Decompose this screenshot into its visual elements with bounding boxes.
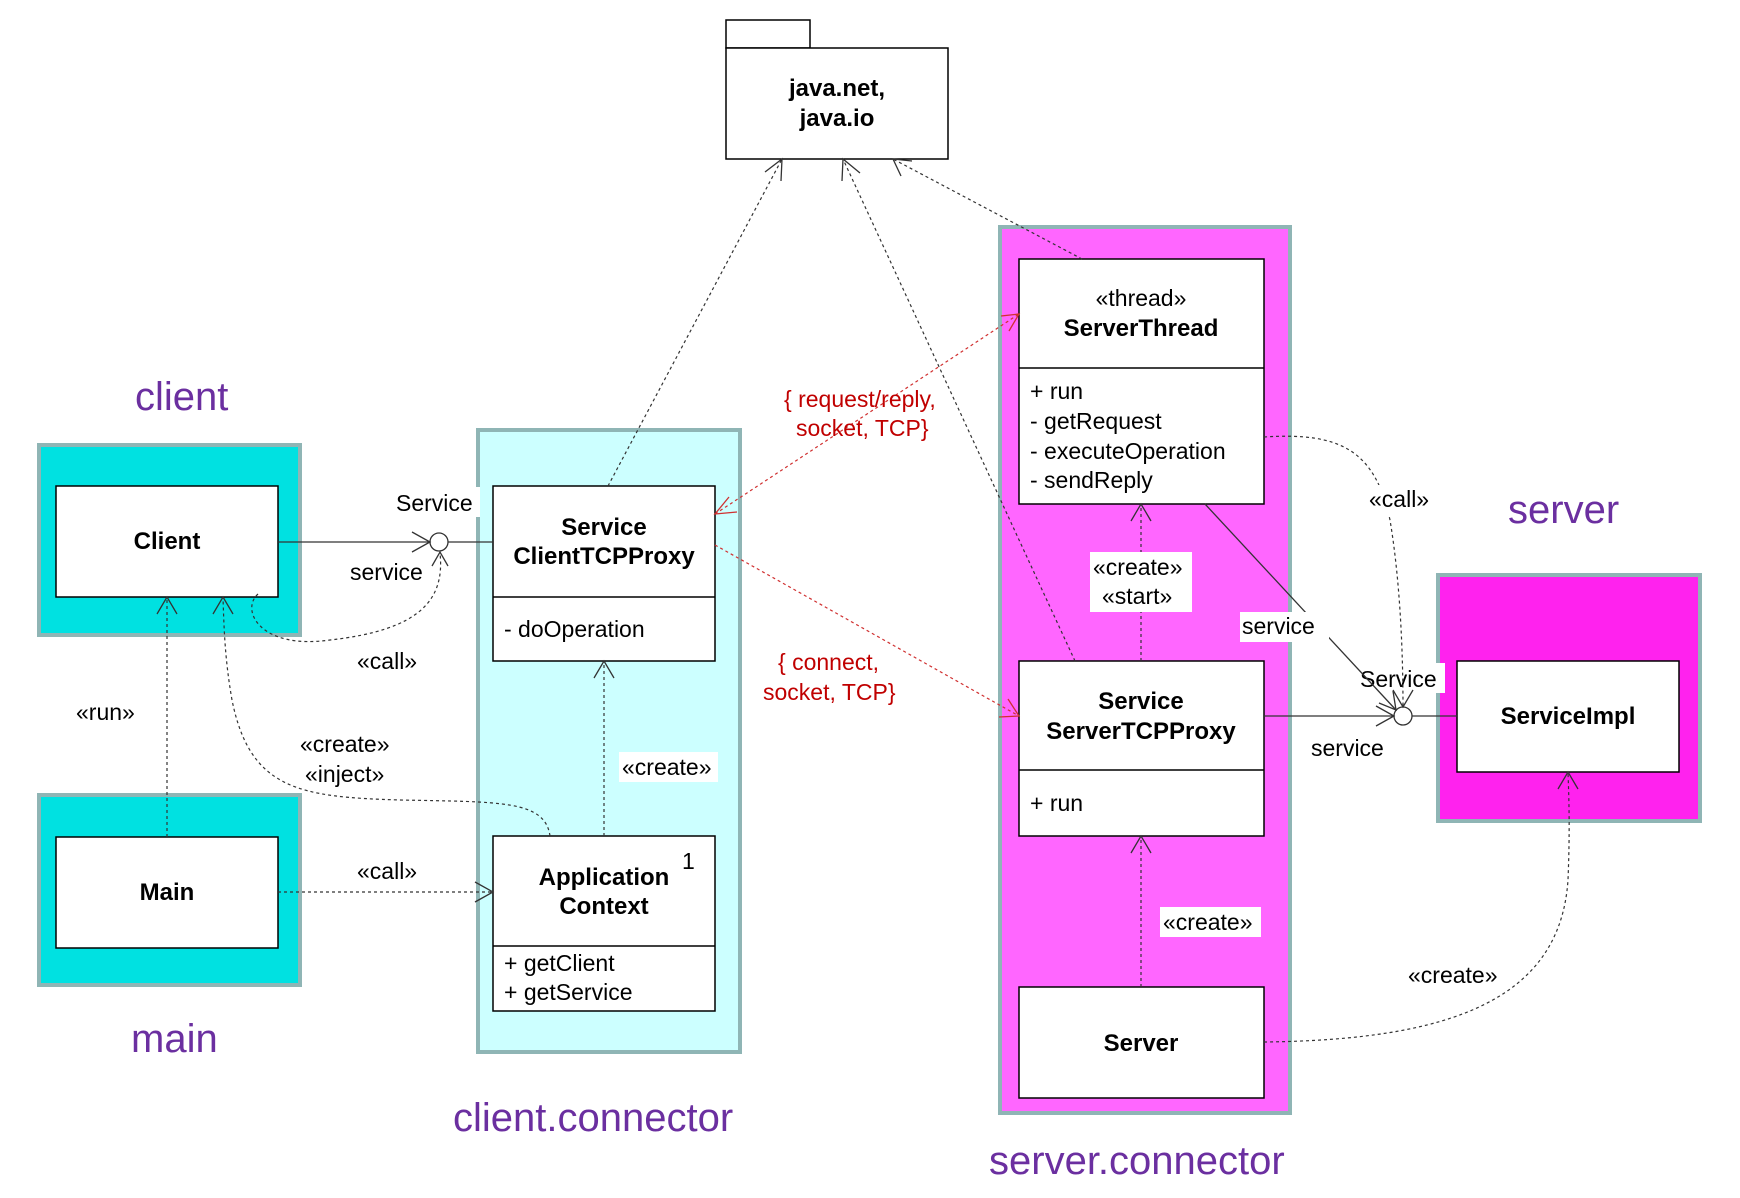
main-call-label: «call» [357,858,417,884]
server-thread-member-executeoperation: - executeOperation [1030,438,1226,464]
app-context-member-getclient: + getClient [504,950,615,976]
service-impl-class: ServiceImpl [1456,660,1680,773]
server-thread-member-run: + run [1030,378,1083,404]
server-thread-member-sendreply: - sendReply [1030,467,1153,493]
client-connector-package-label: client.connector [453,1096,733,1140]
client-service-use-label: service [350,559,423,585]
server-service-interface-label: Service [1360,666,1437,692]
server-thread-uses-service [1204,503,1397,711]
app-context-member-getservice: + getService [504,979,633,1005]
server-create-impl-dependency [1263,771,1570,1043]
create-label: «create» [300,731,390,757]
request-reply-connection [714,313,1020,515]
client-proxy-uses-java-net [607,158,783,487]
server-call-dependency [1263,435,1404,708]
client-service-interface-label: Service [396,490,473,516]
main-package-label: main [131,1017,218,1061]
server-class: Server [1018,986,1265,1099]
client-service-interface: Service [391,487,493,552]
service-client-tcp-proxy-class: Service ClientTCPProxy - doOperation [492,485,716,662]
server-proxy-service-label: service [1311,735,1384,761]
server-proxy-uses-java-net [842,158,1076,662]
server-thread-stereotype: «thread» [1096,285,1187,311]
server-thread-service-label: service [1242,613,1315,639]
run-label: «run» [76,699,135,725]
java-net-io-package: java.net, java.io [725,19,949,160]
server-thread-member-getrequest: - getRequest [1030,408,1162,434]
connect-connection [714,544,1020,717]
java-net-label: java.net, [788,75,885,102]
server-thread-class: «thread» ServerThread + run - getRequest… [1018,258,1265,505]
application-context-class: Application Context 1 + getClient + getS… [492,835,716,1012]
app-context-name-line2: Context [559,893,648,920]
create-client-proxy-label: «create» [622,754,712,780]
client-call-dependency [251,552,442,643]
client-proxy-member: - doOperation [504,616,645,642]
server-proxy-name-line2: ServerTCPProxy [1046,718,1236,745]
create-server-proxy-label: «create» [1163,909,1253,935]
java-io-label: java.io [799,105,875,132]
service-impl-class-name: ServiceImpl [1501,703,1636,730]
client-proxy-name-line2: ClientTCPProxy [513,543,695,570]
connect-label-line2: socket, TCP} [763,679,896,705]
server-service-interface: Service [1355,663,1457,726]
inject-label: «inject» [305,761,384,787]
service-server-tcp-proxy-class: Service ServerTCPProxy + run [1018,660,1265,837]
main-class-name: Main [140,879,195,906]
server-package-label: server [1508,488,1619,532]
client-call-label: «call» [357,648,417,674]
connect-label-line1: { connect, [778,649,879,675]
client-class-name: Client [134,528,201,555]
create-start-label-start: «start» [1102,583,1172,609]
request-reply-label-line2: socket, TCP} [796,415,929,441]
server-class-name: Server [1104,1030,1179,1057]
client-class: Client [55,485,279,598]
client-package-label: client [135,375,228,419]
main-class: Main [55,836,279,949]
create-start-label-create: «create» [1093,554,1183,580]
server-call-label: «call» [1369,486,1429,512]
app-context-multiplicity: 1 [682,848,695,874]
app-context-name-line1: Application [539,864,670,891]
server-connector-package-label: server.connector [989,1139,1285,1183]
server-thread-uses-java-net [892,158,1083,260]
create-impl-label: «create» [1408,962,1498,988]
request-reply-label-line1: { request/reply, [784,386,936,412]
server-proxy-name-line1: Service [1098,688,1183,715]
server-thread-name: ServerThread [1064,315,1219,342]
client-proxy-name-line1: Service [561,514,646,541]
server-proxy-member-run: + run [1030,790,1083,816]
